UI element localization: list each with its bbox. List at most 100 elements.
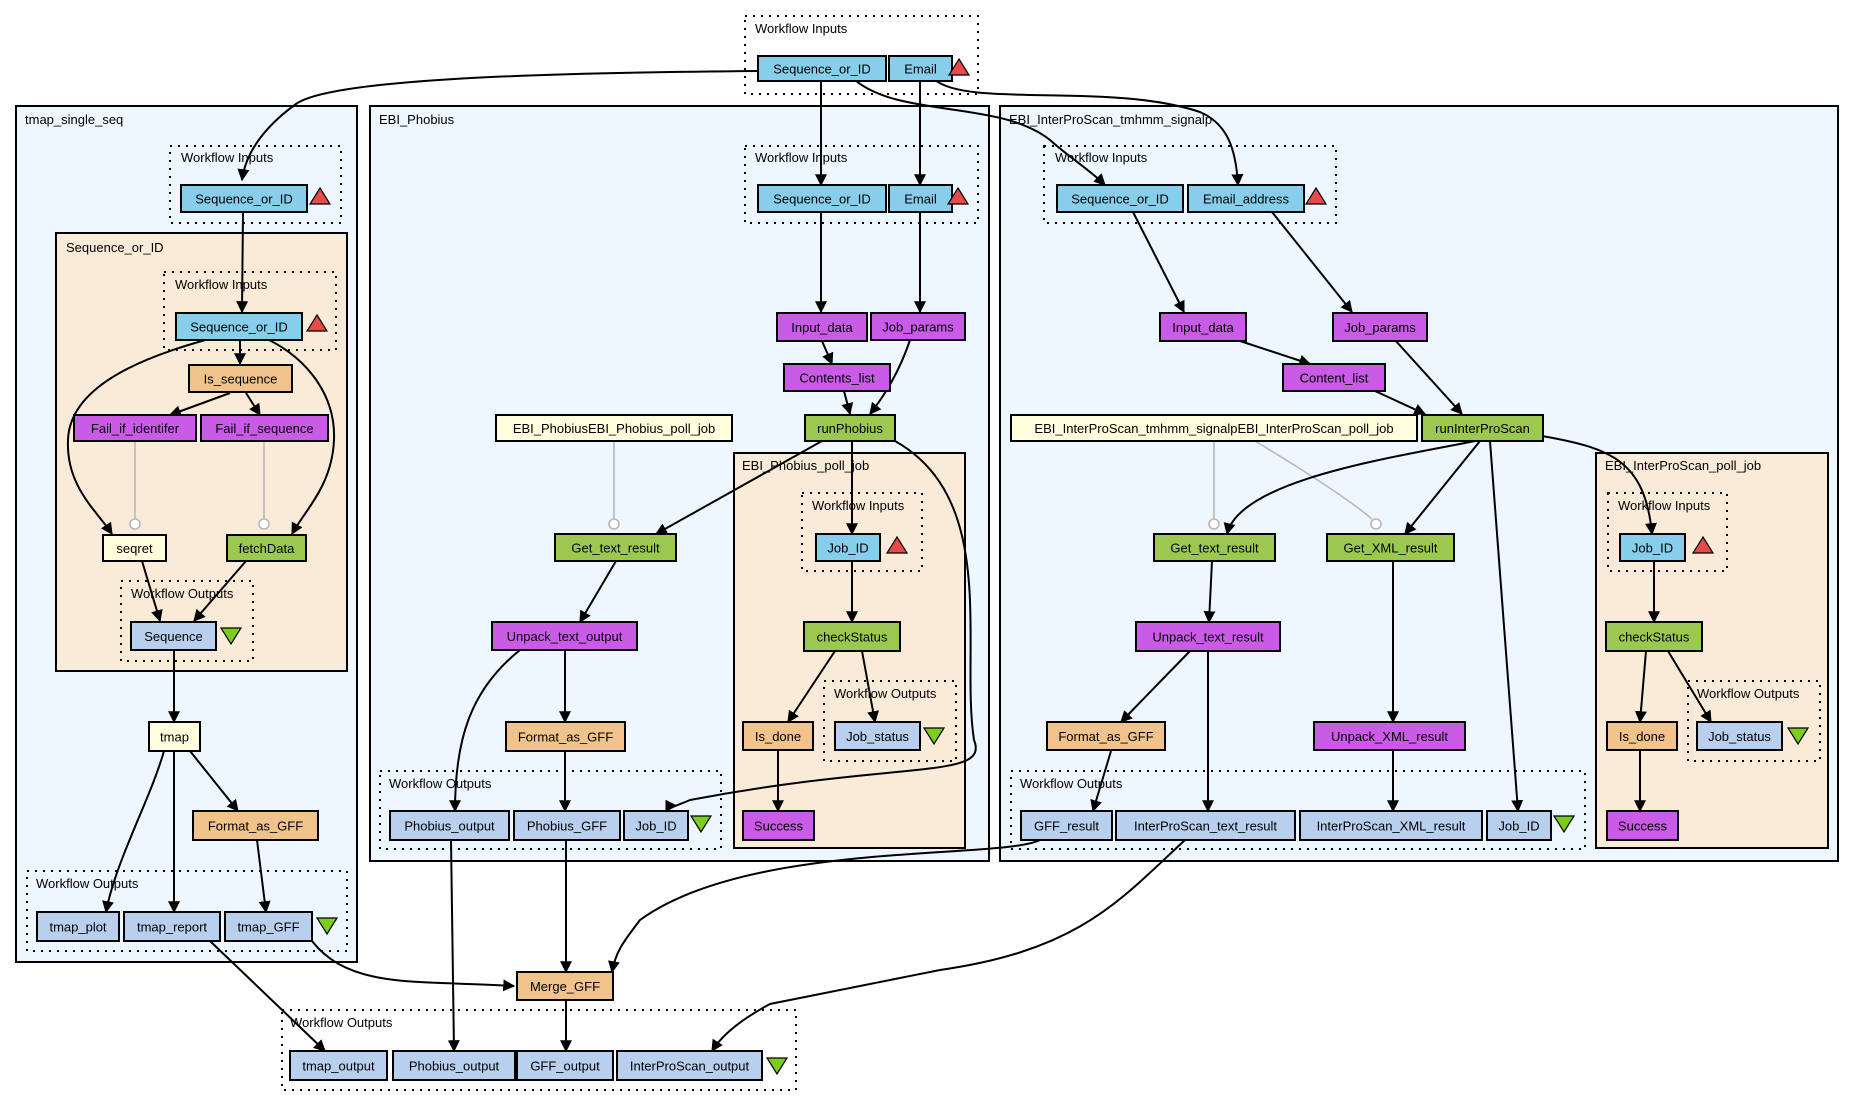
phobius-get-text-result-label: Get_text_result	[571, 541, 660, 556]
interpro-get-text-result[interactable]: Get_text_result	[1153, 533, 1276, 562]
phobius-contents-list[interactable]: Contents_list	[783, 363, 891, 392]
top-output-gff-output-label: GFF_output	[530, 1059, 600, 1074]
interpro-format-as-gff[interactable]: Format_as_GFF	[1046, 721, 1166, 751]
phobius-input-data-box	[776, 312, 868, 342]
tmap-node[interactable]: tmap	[148, 721, 201, 752]
interpro-poll-job-text[interactable]: EBI_InterProScan_tmhmm_signalpEBI_InterP…	[1010, 414, 1418, 442]
interpro-check-status-box	[1605, 621, 1703, 652]
interpro-content-list[interactable]: Content_list	[1282, 363, 1386, 392]
fail-if-identifier-node[interactable]: Fail_if_identifer	[73, 414, 197, 442]
interpro-success[interactable]: Success	[1606, 810, 1679, 841]
phobius-input-email-label: Email	[904, 192, 937, 207]
nested-input-sequence-or-id[interactable]: Sequence_or_ID	[175, 312, 303, 341]
interpro-unpack-xml-result[interactable]: Unpack_XML_result	[1313, 721, 1466, 751]
interpro-output-text-result[interactable]: InterProScan_text_result	[1115, 810, 1296, 841]
phobius-check-status-label: checkStatus	[817, 630, 888, 645]
edge	[1394, 339, 1463, 415]
interpro-format-as-gff-label: Format_as_GFF	[1058, 729, 1153, 744]
tmap-input-sequence-or-id[interactable]: Sequence_or_ID	[180, 184, 308, 213]
tmap-output-tmap-plot[interactable]: tmap_plot	[36, 911, 120, 942]
phobius-output-job-id-label: Job_ID	[635, 819, 676, 834]
tmap-input-sequence-or-id-label: Sequence_or_ID	[195, 192, 293, 207]
interpro-poll-inputs-box	[1607, 492, 1728, 572]
interpro-input-sequence-or-id[interactable]: Sequence_or_ID	[1056, 184, 1184, 213]
interpro-output-job-id[interactable]: Job_ID	[1486, 810, 1552, 841]
sequence-or-id-cluster-title: Sequence_or_ID	[66, 240, 164, 255]
edge	[1489, 440, 1524, 813]
top-output-phobius-output[interactable]: Phobius_output	[392, 1050, 516, 1081]
interpro-output-job-id-box	[1486, 810, 1552, 841]
interpro-unpack-text-result[interactable]: Unpack_text_result	[1135, 621, 1281, 652]
interpro-get-xml-result[interactable]: Get_XML_result	[1326, 533, 1455, 562]
tmap-output-tmap-plot-label: tmap_plot	[49, 920, 106, 935]
run-phobius-node[interactable]: runPhobius	[804, 414, 896, 442]
tmap-output-tmap-report[interactable]: tmap_report	[123, 911, 221, 942]
phobius-check-status-box	[803, 621, 901, 652]
edge	[1132, 211, 1185, 314]
interpro-get-text-result-box	[1153, 533, 1276, 562]
interpro-job-params[interactable]: Job_params	[1332, 312, 1428, 342]
phobius-contents-list-box	[783, 363, 891, 392]
is-sequence-node[interactable]: Is_sequence	[188, 364, 293, 393]
input-marker-icon	[946, 186, 970, 205]
interpro-check-status[interactable]: checkStatus	[1605, 621, 1703, 652]
top-output-tmap-output[interactable]: tmap_output	[289, 1050, 388, 1081]
phobius-poll-output-job-status[interactable]: Job_status	[834, 721, 921, 751]
phobius-input-sequence-or-id[interactable]: Sequence_or_ID	[757, 184, 887, 213]
seqret-node[interactable]: seqret	[102, 534, 167, 562]
phobius-input-data[interactable]: Input_data	[776, 312, 868, 342]
phobius-get-text-result[interactable]: Get_text_result	[554, 533, 677, 562]
run-interproscan-node[interactable]: runInterProScan	[1421, 414, 1544, 442]
phobius-output-phobius-output[interactable]: Phobius_output	[389, 810, 510, 841]
interpro-poll-outputs-box	[1687, 680, 1821, 762]
phobius-poll-input-job-id[interactable]: Job_ID	[815, 533, 881, 562]
phobius-output-phobius-gff[interactable]: Phobius_GFF	[513, 810, 621, 841]
interpro-input-email-address[interactable]: Email_address	[1187, 184, 1305, 213]
interpro-poll-cluster-title: EBI_InterProScan_poll_job	[1605, 458, 1761, 473]
phobius-success[interactable]: Success	[742, 810, 815, 841]
interpro-poll-input-job-id[interactable]: Job_ID	[1619, 533, 1686, 562]
phobius-poll-job-text[interactable]: EBI_PhobiusEBI_Phobius_poll_job	[495, 414, 733, 442]
edge	[861, 650, 879, 724]
edge	[168, 392, 231, 417]
top-output-tmap-output-label: tmap_output	[302, 1059, 375, 1074]
top-input-email[interactable]: Email	[888, 55, 953, 82]
nested-inputs-box	[163, 271, 337, 351]
merge-gff-node[interactable]: Merge_GFF	[516, 971, 614, 1001]
output-marker-icon	[315, 917, 339, 936]
edge	[1634, 650, 1647, 724]
tmap-output-tmap-gff[interactable]: tmap_GFF	[224, 911, 313, 942]
interpro-is-done-box	[1606, 721, 1678, 751]
interpro-input-data[interactable]: Input_data	[1159, 312, 1247, 342]
interpro-output-xml-result[interactable]: InterProScan_XML_result	[1299, 810, 1483, 841]
phobius-inputs-label: Workflow Inputs	[755, 150, 848, 165]
top-output-interproscan-output-box	[616, 1050, 763, 1081]
phobius-input-email[interactable]: Email	[888, 184, 953, 213]
tmap-inputs-box	[169, 145, 342, 224]
phobius-check-status[interactable]: checkStatus	[803, 621, 901, 652]
nested-output-sequence[interactable]: Sequence	[130, 621, 217, 651]
top-input-sequence-or-id[interactable]: Sequence_or_ID	[757, 55, 887, 82]
phobius-is-done-box	[742, 721, 814, 751]
top-output-gff-output[interactable]: GFF_output	[516, 1050, 614, 1081]
fetchdata-node[interactable]: fetchData	[226, 534, 307, 562]
tmap-outputs-label: Workflow Outputs	[36, 876, 139, 891]
sequence-or-id-cluster	[55, 232, 348, 672]
interpro-unpack-text-result-box	[1135, 621, 1281, 652]
phobius-is-done[interactable]: Is_done	[742, 721, 814, 751]
top-output-interproscan-output[interactable]: InterProScan_output	[616, 1050, 763, 1081]
phobius-unpack-text-output[interactable]: Unpack_text_output	[491, 621, 638, 651]
fail-if-sequence-node[interactable]: Fail_if_sequence	[200, 414, 329, 442]
phobius-output-phobius-output-box	[389, 810, 510, 841]
tmap-format-as-gff[interactable]: Format_as_GFF	[192, 810, 319, 841]
phobius-job-params[interactable]: Job_params	[870, 312, 966, 341]
interpro-poll-output-job-status[interactable]: Job_status	[1696, 721, 1783, 751]
phobius-format-as-gff[interactable]: Format_as_GFF	[505, 721, 626, 752]
interpro-output-job-id-label: Job_ID	[1498, 819, 1539, 834]
phobius-output-job-id[interactable]: Job_ID	[623, 810, 689, 841]
top-output-interproscan-output-label: InterProScan_output	[630, 1059, 750, 1074]
edge	[256, 839, 271, 914]
interpro-output-gff-result[interactable]: GFF_result	[1020, 810, 1113, 841]
interpro-content-list-label: Content_list	[1300, 371, 1369, 386]
interpro-is-done[interactable]: Is_done	[1606, 721, 1678, 751]
